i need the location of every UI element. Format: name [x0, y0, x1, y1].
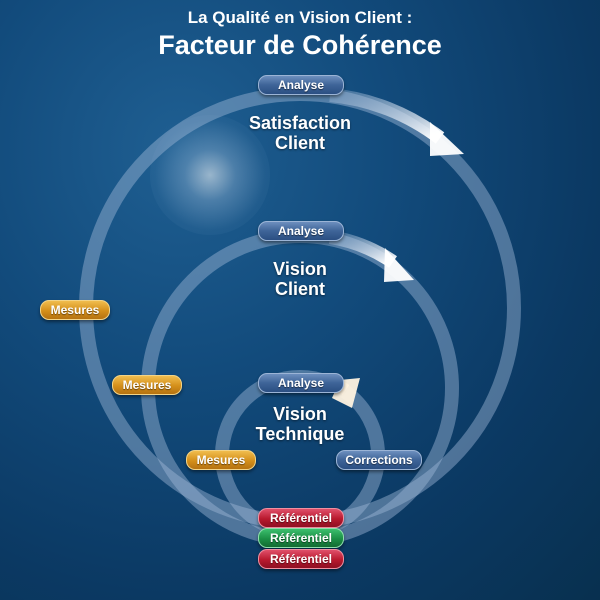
vision-technique-line1: Vision	[273, 404, 327, 424]
analyse-inner-pill: Analyse	[258, 373, 344, 393]
satisfaction-client-label: Satisfaction Client	[225, 113, 375, 153]
vision-technique-line2: Technique	[255, 424, 345, 444]
corrections-pill: Corrections	[336, 450, 422, 470]
vision-technique-label: Vision Technique	[225, 404, 375, 444]
vision-client-line2: Client	[274, 279, 325, 299]
mesures-inner-pill: Mesures	[186, 450, 256, 470]
analyse-outer-pill: Analyse	[258, 75, 344, 95]
outer-ring	[79, 87, 521, 529]
page-subtitle: La Qualité en Vision Client :	[187, 8, 413, 27]
satisfaction-client-line1: Satisfaction	[248, 113, 352, 133]
outer-arrow-head	[430, 122, 464, 156]
vision-client-line1: Vision	[273, 259, 327, 279]
light-glow	[150, 115, 270, 235]
mesures-outer-pill: Mesures	[40, 300, 110, 320]
analyse-middle-pill: Analyse	[258, 221, 344, 241]
middle-arrow-head	[384, 248, 414, 282]
mesures-middle-pill: Mesures	[112, 375, 182, 395]
referentiel-bot-pill: Référentiel	[258, 549, 344, 569]
vision-client-label: Vision Client	[225, 259, 375, 299]
referentiel-mid-pill: Référentiel	[258, 528, 344, 548]
page-title: Facteur de Cohérence	[158, 30, 442, 60]
satisfaction-client-line2: Client	[274, 133, 325, 153]
referentiel-top-pill: Référentiel	[258, 508, 344, 528]
